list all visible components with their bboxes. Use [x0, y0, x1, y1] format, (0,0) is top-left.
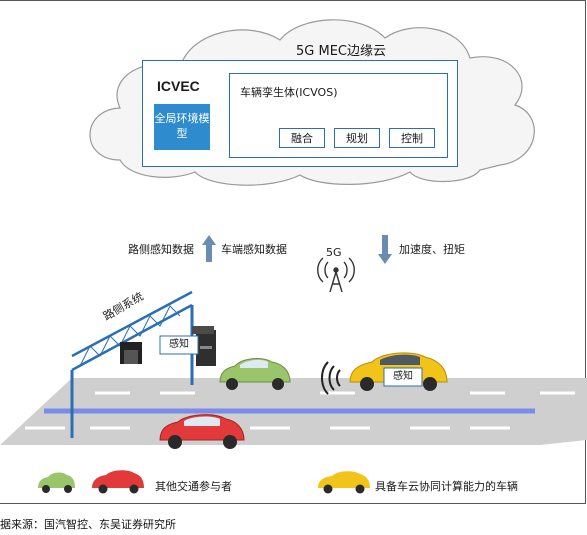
- legend-green-car-icon: [38, 472, 75, 493]
- diagram-frame: [0, 0, 586, 504]
- twin-label: 车辆孪生体(ICVOS): [240, 86, 338, 99]
- legend-capable-label: 具备车云协同计算能力的车辆: [375, 480, 518, 493]
- wireless-signal-icon: [321, 361, 341, 395]
- env-model-box: 全局环境模型: [154, 104, 210, 150]
- vehicle-data-label: 车端感知数据: [221, 243, 287, 256]
- camera-icon: [120, 342, 142, 364]
- green-car-icon: [219, 358, 291, 390]
- legend-other-label: 其他交通参与者: [155, 480, 232, 493]
- legend-taxi-icon: [318, 471, 370, 494]
- signal-label: 5G: [326, 246, 342, 259]
- vehicle-sense-label: 感知: [393, 371, 413, 382]
- roadside-sense-label: 感知: [169, 339, 189, 350]
- roadside-sense-box: [159, 335, 199, 355]
- download-arrow-icon: [378, 235, 392, 264]
- icvec-label: ICVEC: [157, 78, 200, 94]
- accel-label: 加速度、扭矩: [399, 243, 465, 256]
- chip-fusion: 融合: [279, 128, 325, 148]
- 5g-tower-icon: [317, 257, 355, 293]
- lane-dashes: [25, 391, 575, 430]
- road-taxi-icon: [349, 352, 448, 391]
- chip-planning: 规划: [334, 128, 380, 148]
- chip-control: 控制: [389, 128, 435, 148]
- cloud-title: 5G MEC边缘云: [296, 44, 386, 59]
- upload-arrow-icon: [202, 235, 216, 262]
- roadside-data-label: 路侧感知数据: [128, 243, 194, 256]
- twin-box: [229, 73, 448, 158]
- source-note: 据来源：国汽智控、东吴证券研究所: [0, 518, 176, 531]
- roadside-gantry: [70, 290, 194, 438]
- vehicle-sense-box: [383, 367, 423, 387]
- edge-server-icon: [192, 326, 216, 366]
- legend-red-car-icon: [92, 470, 144, 494]
- red-car-icon: [159, 414, 245, 449]
